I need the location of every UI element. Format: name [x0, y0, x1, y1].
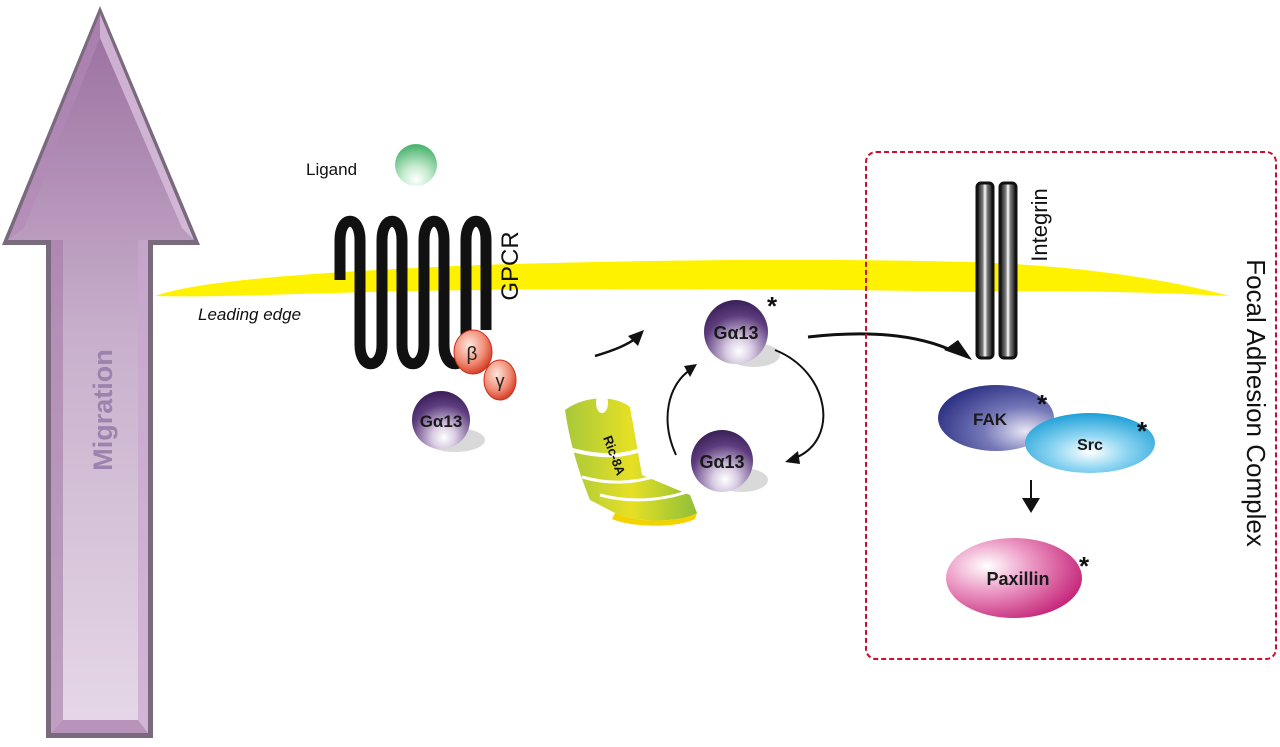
migration-arrow: Migration — [2, 6, 200, 738]
cycle-arrow-up — [666, 369, 691, 456]
ric8a-protein: Ric-8A — [565, 393, 697, 526]
g-alpha13-active-label: Gα13 — [713, 323, 758, 343]
activation-arrow — [594, 335, 639, 358]
g-alpha13-active — [704, 300, 768, 364]
fak-label: FAK — [973, 410, 1008, 429]
integrin-receptor-icon — [975, 181, 1018, 360]
activation-arrowhead — [628, 330, 644, 346]
g-beta-subunit — [453, 329, 493, 375]
src-protein — [1025, 413, 1155, 473]
ligand-label: Ligand — [306, 160, 357, 179]
g-alpha13-inactive — [691, 430, 753, 492]
g-beta-label: β — [467, 344, 478, 365]
g-alpha13-membrane — [412, 391, 470, 449]
cell-membrane — [155, 259, 1230, 297]
paxillin-phospho-marker: * — [1079, 551, 1090, 581]
leading-edge-label: Leading edge — [198, 305, 301, 324]
cycle-arrow-down — [774, 349, 825, 459]
fak-phospho-marker: * — [1037, 389, 1048, 419]
signal-arrow-to-integrin — [807, 332, 956, 354]
g-protein-complex: β γ Gα13 — [412, 329, 517, 452]
paxillin-protein — [946, 538, 1082, 618]
src-phospho-marker: * — [1137, 416, 1148, 446]
g-gamma-label: γ — [496, 371, 505, 391]
phospho-marker: * — [767, 291, 778, 321]
paxillin-label: Paxillin — [986, 569, 1049, 589]
g-alpha13-label: Gα13 — [420, 412, 463, 431]
focal-adhesion-title: Focal Adhesion Complex — [1241, 259, 1271, 547]
focal-adhesion-box — [865, 151, 1277, 660]
migration-label: Migration — [88, 349, 118, 471]
g-gamma-subunit — [483, 359, 517, 401]
gpcr-label: GPCR — [497, 231, 524, 300]
g-alpha13-inactive-label: Gα13 — [699, 452, 744, 472]
src-label: Src — [1077, 437, 1103, 454]
ligand-icon — [395, 144, 437, 186]
fak-protein — [938, 385, 1054, 451]
integrin-label: Integrin — [1027, 188, 1052, 261]
